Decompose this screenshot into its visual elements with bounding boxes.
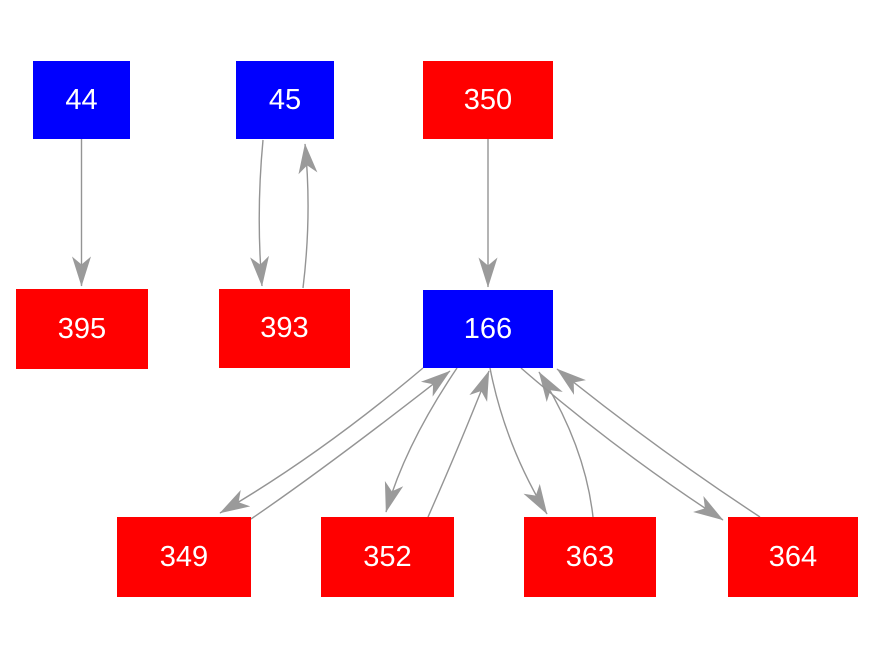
node-363: 363 (524, 517, 656, 597)
node-label: 395 (57, 312, 107, 345)
edge-166-363 (489, 367, 548, 515)
node-44: 44 (33, 61, 130, 139)
node-label: 350 (463, 83, 513, 116)
node-label: 166 (463, 312, 513, 345)
edge-393-45 (298, 143, 318, 289)
edge-352-166 (427, 370, 490, 518)
node-label: 349 (159, 540, 209, 573)
node-350: 350 (423, 61, 553, 139)
node-364: 364 (728, 517, 858, 597)
node-349: 349 (117, 517, 251, 597)
node-label: 44 (65, 83, 98, 116)
node-label: 393 (260, 312, 309, 344)
node-45: 45 (236, 61, 334, 139)
edge-166-349 (219, 367, 424, 514)
edge-363-166 (538, 371, 594, 518)
edge-364-166 (556, 368, 761, 518)
node-166: 166 (423, 290, 553, 368)
node-label: 363 (565, 540, 615, 573)
node-395: 395 (16, 289, 148, 369)
edge-45-393 (250, 139, 270, 287)
edge-166-352 (384, 367, 458, 513)
node-label: 352 (363, 540, 412, 573)
edge-166-364 (520, 367, 724, 521)
node-393: 393 (219, 289, 350, 368)
node-label: 364 (768, 540, 818, 573)
node-352: 352 (321, 517, 454, 597)
edge-349-166 (250, 370, 451, 520)
node-label: 45 (268, 83, 302, 116)
